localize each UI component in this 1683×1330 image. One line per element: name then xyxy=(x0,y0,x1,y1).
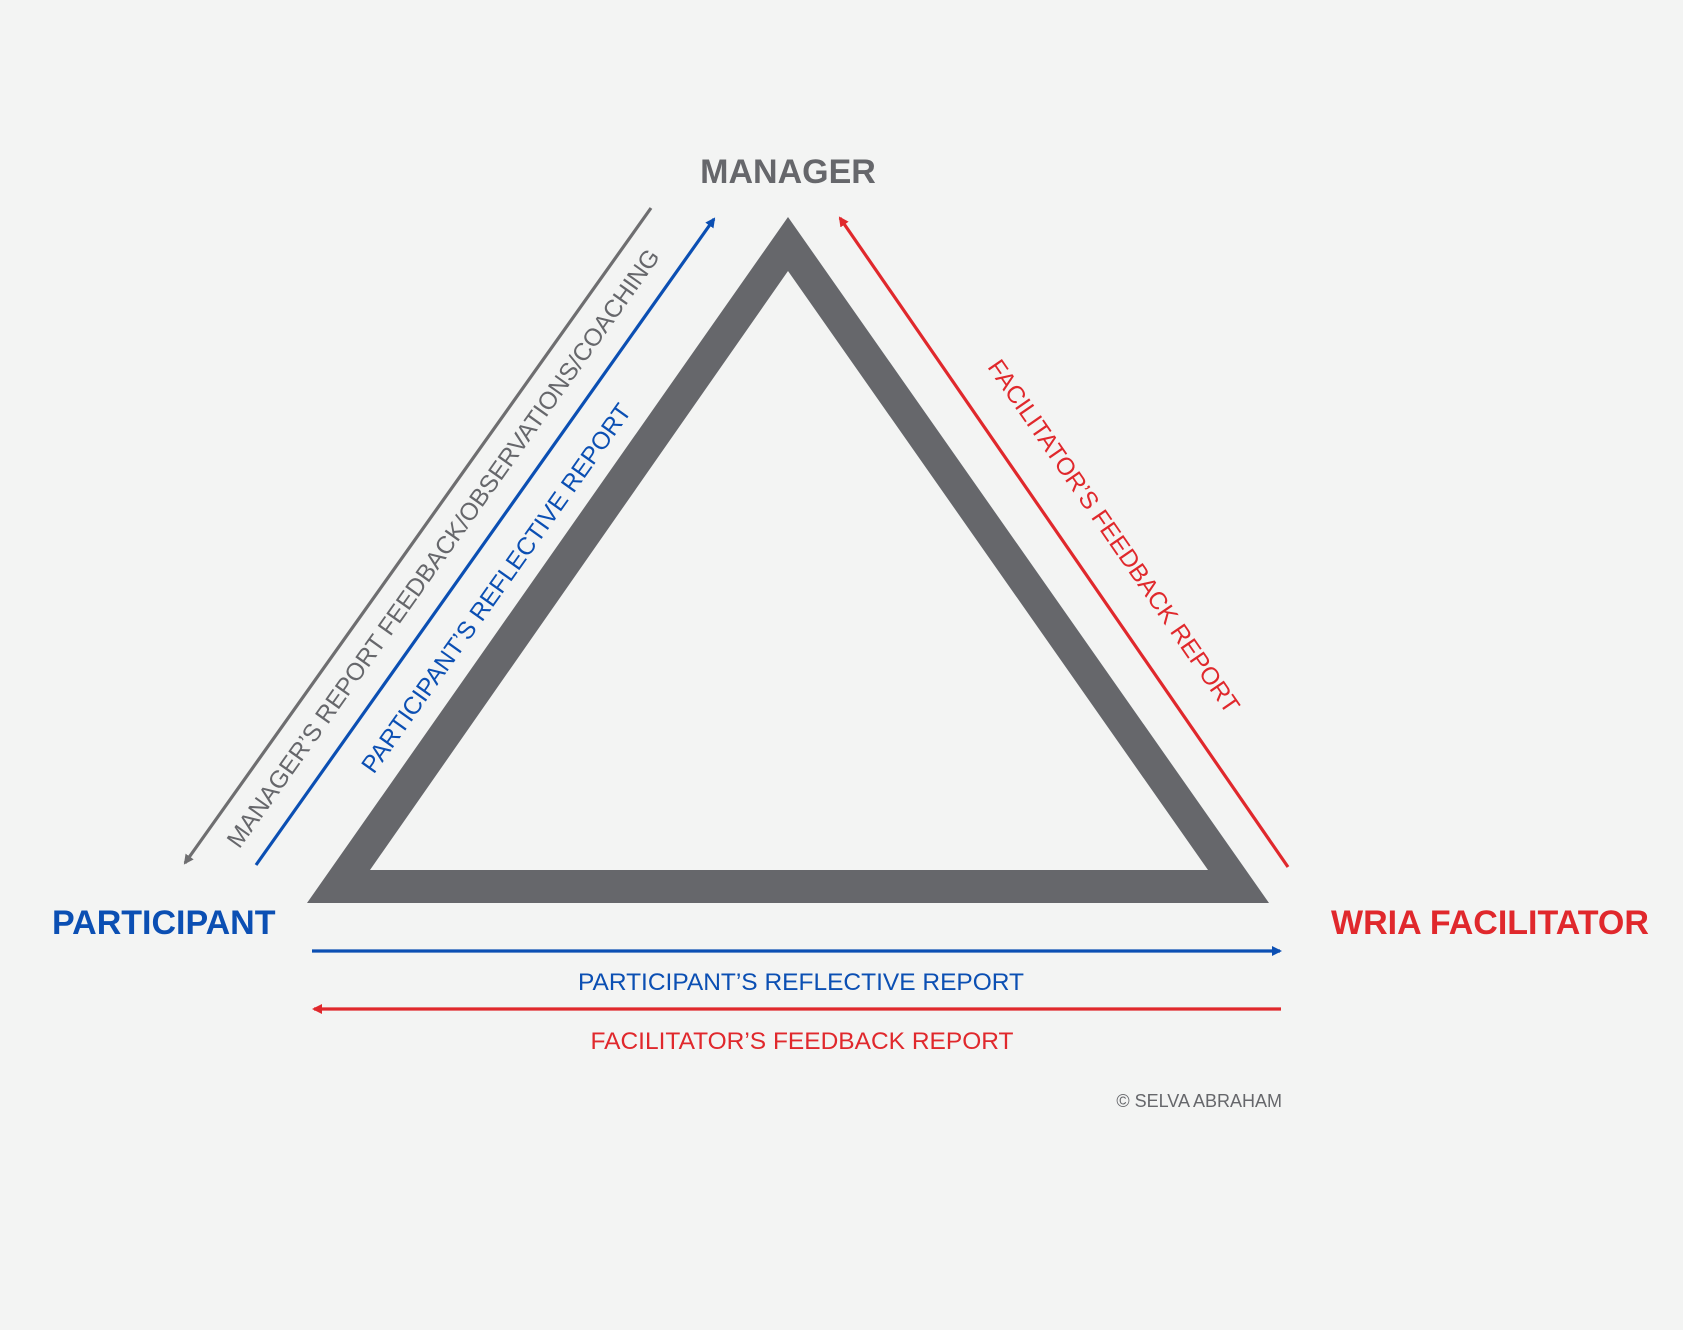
facilitator-feedback-label-right: FACILITATOR’S FEEDBACK REPORT xyxy=(982,355,1244,718)
facilitator-label: WRIA FACILITATOR xyxy=(1331,904,1649,942)
facilitator-to-manager-arrow xyxy=(838,216,1290,868)
facilitator-feedback-label-bottom: FACILITATOR’S FEEDBACK REPORT xyxy=(591,1028,1014,1055)
copyright-notice: © SELVA ABRAHAM xyxy=(1116,1091,1282,1111)
participant-reflective-label-bottom: PARTICIPANT’S REFLECTIVE REPORT xyxy=(578,969,1024,996)
participant-label: PARTICIPANT xyxy=(52,904,276,942)
manager-label: MANAGER xyxy=(700,153,876,191)
manager-feedback-arrow xyxy=(183,207,653,865)
participant-to-manager-arrow xyxy=(254,217,716,866)
